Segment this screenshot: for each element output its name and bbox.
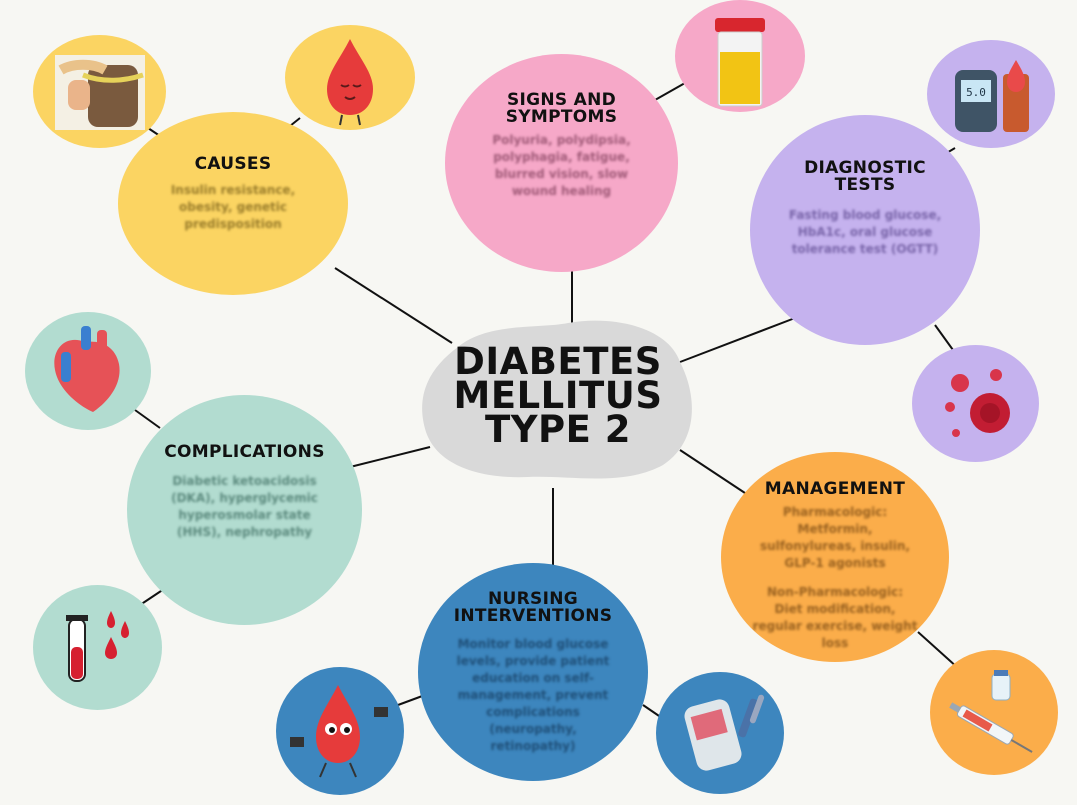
central-blob bbox=[422, 320, 692, 479]
management-title: MANAGEMENT bbox=[764, 479, 906, 499]
exercise-drop-icon bbox=[276, 667, 404, 795]
management-bubble: MANAGEMENT Pharmacologic: Metformin, sul… bbox=[721, 452, 949, 662]
svg-text:5.0: 5.0 bbox=[966, 86, 986, 99]
connector-complications bbox=[349, 446, 431, 468]
management-body-pharmacologic: Pharmacologic: Metformin, sulfonylureas,… bbox=[760, 505, 910, 570]
blood-drop-character-icon bbox=[285, 25, 415, 130]
urine-sample-icon bbox=[675, 0, 805, 112]
causes-title: CAUSES bbox=[194, 154, 272, 174]
nursing-interventions-body: Monitor blood glucose levels, provide pa… bbox=[456, 637, 610, 753]
complications-title: COMPLICATIONS bbox=[164, 442, 325, 462]
glucose-meter-device-icon bbox=[656, 672, 784, 794]
blood-cells-icon bbox=[912, 345, 1039, 462]
connector-icon-cells bbox=[934, 324, 954, 351]
management-body-non-pharmacologic: Non-Pharmacologic: Diet modification, re… bbox=[752, 585, 918, 650]
central-topic: DIABETES MELLITUS TYPE 2 bbox=[418, 317, 698, 480]
heart-icon bbox=[25, 312, 151, 430]
connector-icon-syringe bbox=[917, 631, 959, 669]
nursing-interventions-title: NURSING INTERVENTIONS bbox=[453, 589, 613, 626]
causes-bubble: CAUSES Insulin resistance, obesity, gene… bbox=[118, 112, 348, 295]
connector-icon-urine bbox=[654, 82, 686, 101]
connector-diagnostic bbox=[679, 317, 796, 363]
diagnostic-tests-title: DIAGNOSTIC TESTS bbox=[804, 158, 926, 195]
complications-body: Diabetic ketoacidosis (DKA), hyperglycem… bbox=[171, 474, 318, 539]
insulin-syringe-icon bbox=[930, 650, 1058, 775]
signs-symptoms-body: Polyuria, polydipsia, polyphagia, fatigu… bbox=[492, 133, 631, 198]
signs-symptoms-title: SIGNS AND SYMPTOMS bbox=[505, 90, 618, 127]
connector-management bbox=[679, 449, 749, 496]
signs-symptoms-bubble: SIGNS AND SYMPTOMS Polyuria, polydipsia,… bbox=[445, 54, 678, 272]
connector-causes bbox=[334, 267, 453, 344]
waist-measure-icon bbox=[33, 35, 166, 148]
complications-bubble: COMPLICATIONS Diabetic ketoacidosis (DKA… bbox=[127, 395, 362, 625]
diagnostic-tests-bubble: DIAGNOSTIC TESTS Fasting blood glucose, … bbox=[750, 115, 980, 345]
nursing-interventions-bubble: NURSING INTERVENTIONS Monitor blood gluc… bbox=[418, 563, 648, 781]
central-title: DIABETES MELLITUS TYPE 2 bbox=[453, 340, 663, 451]
blood-test-tube-icon bbox=[33, 585, 162, 710]
connector-icon-heart bbox=[134, 409, 161, 429]
glucometer-icon: 5.0 bbox=[927, 40, 1055, 148]
causes-body: Insulin resistance, obesity, genetic pre… bbox=[170, 183, 296, 231]
diagnostic-tests-body: Fasting blood glucose, HbA1c, oral gluco… bbox=[788, 208, 942, 256]
